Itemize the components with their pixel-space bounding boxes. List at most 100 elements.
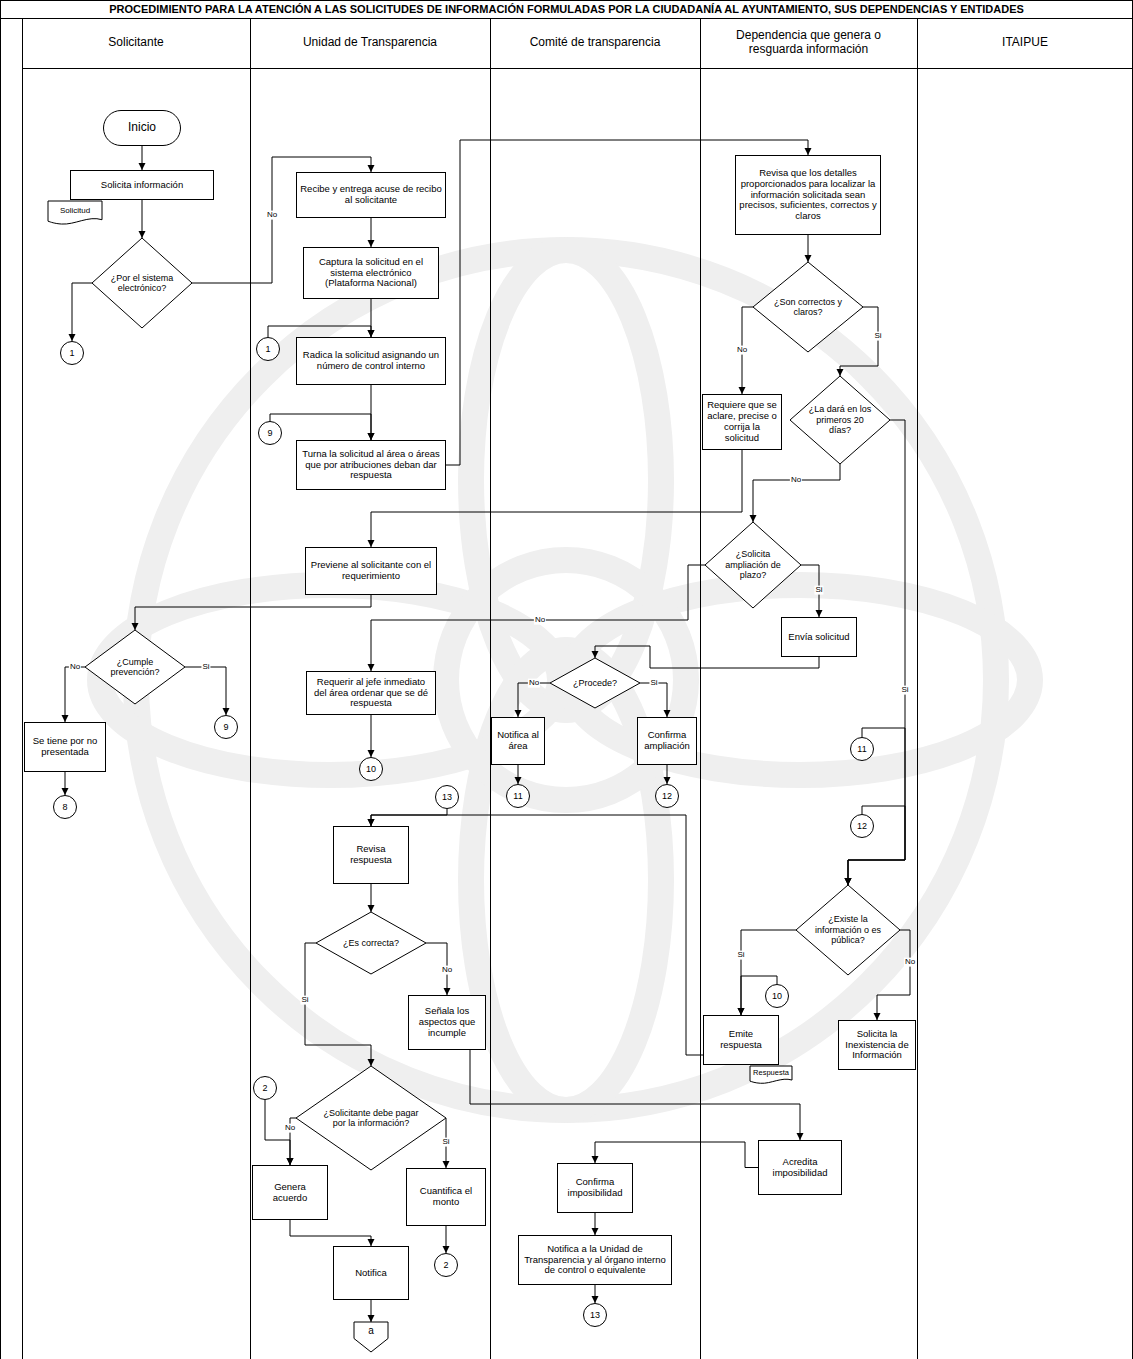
node-text: ¿Es correcta? (335, 938, 408, 948)
connector-number: 2 (435, 1260, 457, 1270)
edge-label: No (69, 663, 81, 672)
process-box: Señala los aspectos que incumple (408, 995, 486, 1050)
node-text: Notifica al área (495, 730, 541, 752)
process-box: Notifica (333, 1246, 409, 1300)
flow-connector (142, 146, 143, 170)
node-text: Solicitud (48, 206, 102, 215)
node-text: Genera acuerdo (256, 1182, 324, 1204)
connector-circle: 9 (214, 715, 238, 739)
process-box: Se tiene por no presentada (24, 722, 106, 772)
flow-connector (446, 1226, 447, 1253)
flow-connector (371, 884, 372, 912)
process-box: Emite respuesta (703, 1015, 779, 1065)
node-text: Se tiene por no presentada (28, 736, 102, 758)
node-text: Señala los aspectos que incumple (412, 1006, 482, 1039)
lane-header-cell: Solicitante (22, 18, 250, 68)
node-text: Revisa que los detalles proporcionados p… (739, 168, 877, 223)
lane-header-cell: Unidad de Transparencia (250, 18, 490, 68)
title-bar: PROCEDIMIENTO PARA LA ATENCIÓN A LAS SOL… (0, 0, 1133, 19)
edge-label: No (534, 616, 546, 625)
swimlane: Unidad de TransparenciaRecibe y entrega … (250, 18, 490, 1359)
edge-label: Si (736, 951, 745, 960)
node-text: Recibe y entrega acuse de recibo al soli… (300, 184, 442, 206)
offpage-connector: a (354, 1322, 388, 1352)
process-box: Notifica a la Unidad de Transparencia y … (518, 1235, 672, 1285)
decision-diamond: ¿Procede? (550, 658, 640, 708)
connector-number: 12 (656, 791, 678, 801)
flow-connector (808, 235, 809, 262)
connector-circle: 8 (53, 795, 77, 819)
process-box: Turna la solicitud al área o áreas que p… (296, 440, 446, 490)
node-text: Confirma ampliación (641, 730, 693, 752)
node-text: Requiere que se aclare, precise o corrij… (706, 400, 778, 444)
lane-header: ITAIPUE (994, 36, 1056, 50)
flow-connector (290, 1220, 371, 1246)
decision-diamond: ¿Existe la información o es pública? (796, 885, 900, 975)
edge-label: Si (873, 332, 882, 341)
decision-diamond: ¿Son correctos y claros? (753, 262, 863, 352)
flow-connector (518, 765, 519, 784)
connector-circle: 12 (850, 814, 874, 838)
process-box: Requiere que se aclare, precise o corrij… (702, 394, 782, 450)
decision-diamond: ¿Solicitante debe pagar por la informaci… (296, 1066, 446, 1170)
document-shape: Solicitud (48, 201, 102, 225)
flow-connector (72, 283, 92, 341)
swimlane: Comité de transparencia¿Procede?Notifica… (490, 18, 700, 1359)
flow-connector (185, 667, 226, 715)
node-text: Captura la solicitud en el sistema elect… (307, 257, 435, 290)
process-box: Envía solicitud (781, 617, 857, 657)
node-text: Envía solicitud (785, 632, 853, 643)
flow-connector (268, 326, 371, 337)
connector-number: 10 (360, 764, 382, 774)
node-text: ¿Solicita ampliación de plazo? (721, 549, 784, 580)
flow-connector (595, 1213, 596, 1235)
flow-connector (371, 809, 447, 826)
node-text: Turna la solicitud al área o áreas que p… (300, 449, 442, 482)
process-box: Confirma imposibilidad (557, 1163, 633, 1213)
lane-header-cell: ITAIPUE (917, 18, 1133, 68)
flow-connector (142, 200, 143, 238)
flow-connector (741, 930, 796, 1015)
node-text: Emite respuesta (707, 1029, 775, 1051)
connector-number: 1 (257, 344, 279, 354)
connector-number: 2 (254, 1083, 276, 1093)
flow-connector (667, 765, 668, 784)
flow-connector (595, 1285, 596, 1303)
swimlane: SolicitanteInicioSolicita informaciónSol… (22, 18, 250, 1359)
edge-label: No (266, 211, 278, 220)
connector-number: 9 (259, 428, 281, 438)
process-box: Notifica al área (491, 717, 545, 765)
connector-number: 10 (766, 991, 788, 1001)
node-text: Solicita la Inexistencia de Información (842, 1029, 912, 1062)
flow-connector (371, 1300, 372, 1322)
node-text: ¿Existe la información o es pública? (814, 914, 883, 945)
edge-label: No (904, 958, 916, 967)
process-box: Confirma ampliación (637, 717, 697, 765)
process-box: Solicita información (70, 170, 214, 200)
process-box: Revisa respuesta (333, 826, 409, 884)
node-text: ¿Solicitante debe pagar por la informaci… (322, 1108, 421, 1129)
flow-connector (371, 218, 372, 247)
edge-label: Si (900, 686, 909, 695)
process-box: Acredita imposibilidad (758, 1140, 842, 1195)
connector-number: 12 (851, 821, 873, 831)
connector-circle: 10 (359, 757, 383, 781)
document-shape: Respuesta (750, 1066, 792, 1084)
terminator: Inicio (103, 110, 181, 146)
process-box: Revisa que los detalles proporcionados p… (735, 155, 881, 235)
process-box: Recibe y entrega acuse de recibo al soli… (296, 172, 446, 218)
flow-connector (371, 715, 372, 757)
edge-label: Si (814, 586, 823, 595)
decision-diamond: ¿Por el sistema electrónico? (92, 238, 192, 328)
flow-connector (753, 464, 840, 522)
decision-diamond: ¿Solicita ampliación de plazo? (705, 522, 801, 608)
edge-label: Si (300, 996, 309, 1005)
edge-label: No (790, 476, 802, 485)
node-text: Respuesta (750, 1069, 792, 1078)
connector-number: 1 (61, 348, 83, 358)
node-text: Notifica a la Unidad de Transparencia y … (522, 1244, 668, 1277)
node-text: Confirma imposibilidad (561, 1177, 629, 1199)
connector-number: 9 (215, 722, 237, 732)
flow-connector (848, 728, 905, 885)
